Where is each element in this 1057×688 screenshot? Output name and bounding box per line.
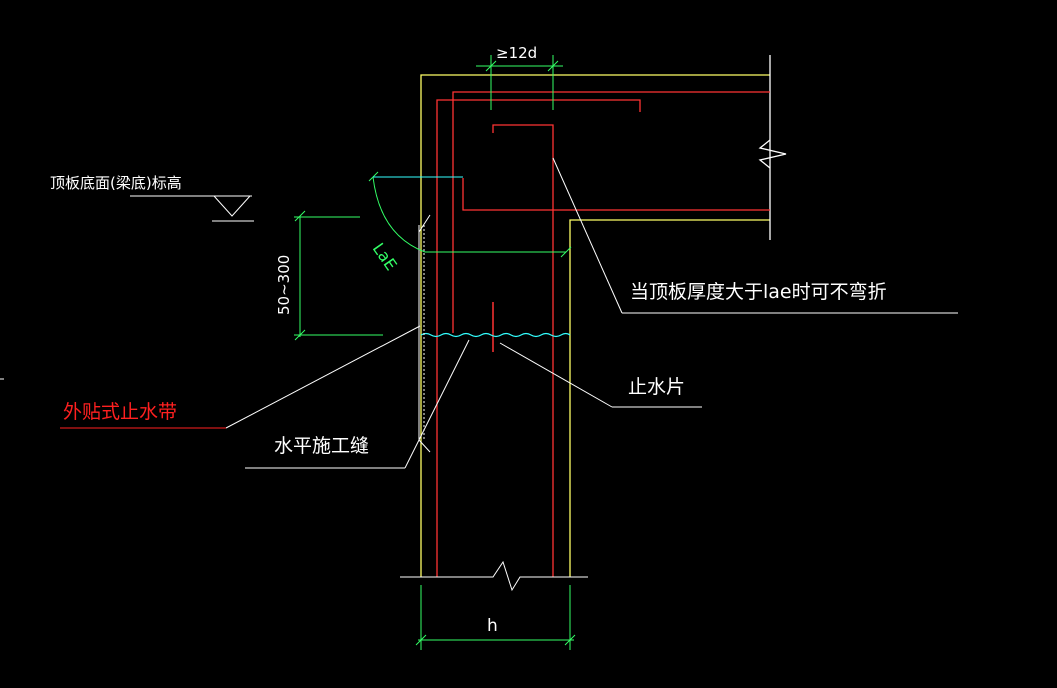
dim-50-300-label: 50~300 (275, 255, 293, 315)
external-waterstop-label: 外贴式止水带 (63, 401, 177, 423)
leader-waterstop-plate (499, 342, 702, 408)
dim-h (415, 585, 576, 650)
concrete-outline (420, 55, 787, 577)
lae-dimension (368, 171, 572, 258)
leader-external-waterstop (225, 325, 421, 429)
rebar-lines (436, 91, 770, 577)
dim-50-300 (294, 210, 383, 341)
construction-joint-label: 水平施工缝 (274, 435, 369, 457)
elevation-marker (130, 195, 254, 222)
no-bend-note: 当顶板厚度大于lae时可不弯折 (630, 281, 887, 303)
lae-label: LaE (369, 239, 401, 274)
construction-joint-wave (420, 332, 571, 338)
waterstop-plate-label: 止水片 (628, 376, 685, 398)
dim-12d (476, 55, 563, 110)
external-waterstop-strip (418, 214, 431, 453)
leader-construction-joint (245, 339, 470, 469)
bottom-break-line (400, 560, 588, 592)
leader-no-bend (552, 157, 958, 314)
wall-thickness-label: h (487, 616, 498, 636)
elevation-label: 顶板底面(梁底)标高 (50, 174, 182, 192)
dim-12d-label: ≥12d (496, 44, 537, 62)
